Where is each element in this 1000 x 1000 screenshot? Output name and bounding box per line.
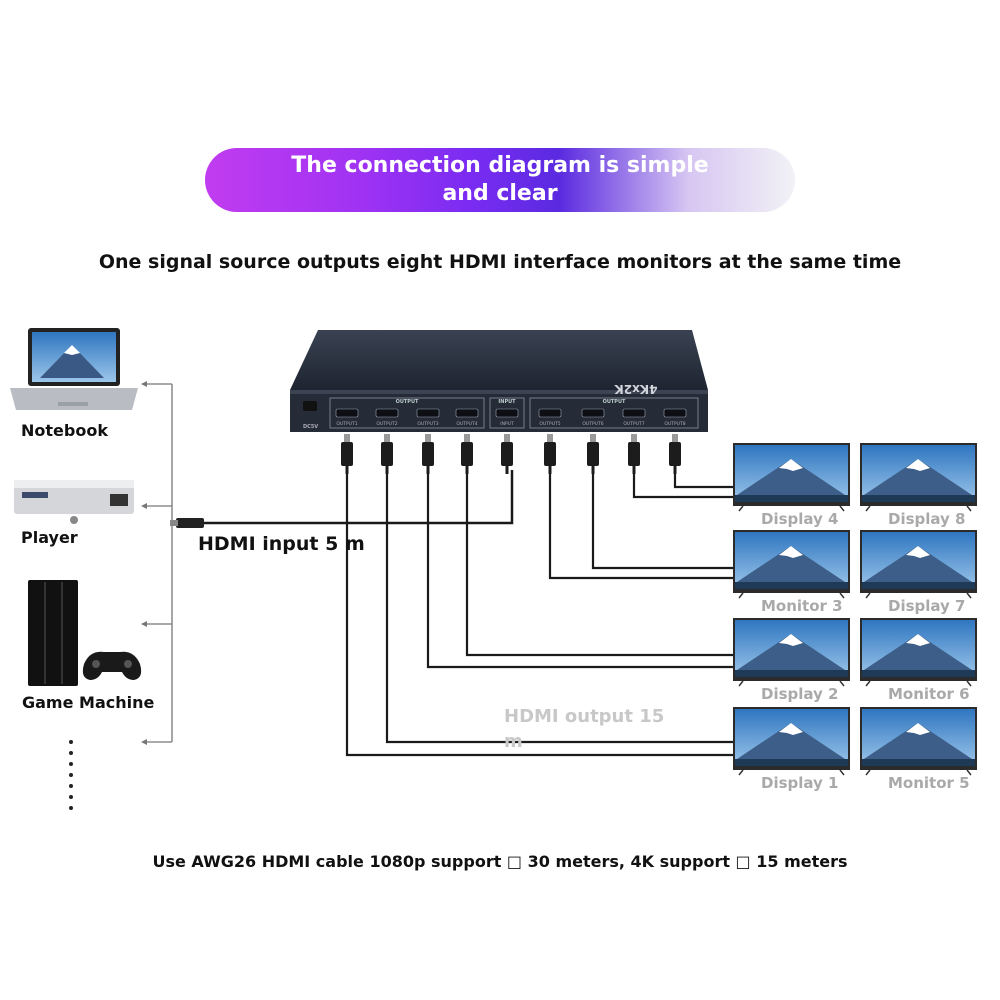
output-connector xyxy=(628,434,640,474)
display-label: Monitor 6 xyxy=(888,685,970,703)
output-cable xyxy=(632,474,734,499)
display-label: Display 8 xyxy=(888,510,966,528)
game-console-icon xyxy=(28,580,142,686)
display-label: Display 7 xyxy=(888,597,966,615)
output-connector xyxy=(341,434,353,474)
output-connector xyxy=(669,434,681,474)
player-icon xyxy=(14,480,134,524)
hdmi-port: OUTPUT6 xyxy=(581,408,605,427)
output-cable xyxy=(426,474,734,669)
hdmi-splitter-device: 4Kx2K DC5V OUTPUT INPUT OUTPUT OUTPUT1 OU… xyxy=(290,330,708,432)
display-label: Monitor 3 xyxy=(761,597,843,615)
display-label: Display 1 xyxy=(761,774,839,792)
more-sources-dots xyxy=(69,740,73,810)
hdmi-port: OUTPUT1 xyxy=(335,408,359,427)
port-label: OUTPUT8 xyxy=(664,421,685,427)
port-label: OUTPUT6 xyxy=(582,421,603,427)
monitor-6: Monitor 6 xyxy=(860,618,977,703)
output-connector xyxy=(422,434,434,474)
monitor-1: Display 4 xyxy=(733,443,850,528)
hdmi-port: OUTPUT2 xyxy=(375,408,399,427)
output-cable xyxy=(385,474,734,744)
display-grid: Display 4 Display 8 Monitor 3 Display 7 Disp… xyxy=(733,443,977,792)
output-group-label-right: OUTPUT xyxy=(603,399,626,405)
notebook-icon xyxy=(10,328,138,410)
output-cable xyxy=(548,474,734,580)
hdmi-port: OUTPUT4 xyxy=(455,408,479,427)
monitor-8: Monitor 5 xyxy=(860,707,977,792)
model-badge: 4Kx2K xyxy=(614,382,658,396)
input-port-label: INPUT xyxy=(498,399,516,405)
display-label: Display 4 xyxy=(761,510,839,528)
banner-title: The connection diagram is simple and cle… xyxy=(291,153,709,206)
output-group-label-left: OUTPUT xyxy=(396,399,419,405)
source-label-notebook: Notebook xyxy=(21,421,108,440)
source-label-player: Player xyxy=(21,528,78,547)
monitor-4: Display 7 xyxy=(860,530,977,615)
hdmi-input-cable xyxy=(170,470,514,528)
port-label: OUTPUT3 xyxy=(417,421,438,427)
port-label: OUTPUT4 xyxy=(456,421,477,427)
dc-label: DC5V xyxy=(303,424,318,430)
hdmi-output-cables xyxy=(341,434,734,757)
input-cable-label: HDMI input 5 m xyxy=(198,533,365,555)
output-connector xyxy=(587,434,599,474)
display-label: Display 2 xyxy=(761,685,839,703)
output-cable xyxy=(591,474,734,570)
output-cable xyxy=(465,474,734,657)
source-label-game-machine: Game Machine xyxy=(22,693,155,712)
input-connector xyxy=(501,434,513,474)
monitor-7: Display 1 xyxy=(733,707,850,792)
output-connector xyxy=(544,434,556,474)
port-label: OUTPUT1 xyxy=(336,421,357,427)
footnote: Use AWG26 HDMI cable 1080p support □ 30 … xyxy=(152,852,848,871)
port-label: OUTPUT2 xyxy=(376,421,397,427)
monitor-3: Monitor 3 xyxy=(733,530,850,615)
hdmi-port: OUTPUT7 xyxy=(622,408,646,427)
monitor-5: Display 2 xyxy=(733,618,850,703)
port-label: OUTPUT7 xyxy=(623,421,644,427)
title-banner: The connection diagram is simple and cle… xyxy=(205,148,795,212)
output-cable xyxy=(345,474,734,757)
output-cable-label: HDMI output 15 m xyxy=(504,706,671,752)
display-label: Monitor 5 xyxy=(888,774,970,792)
output-connector xyxy=(461,434,473,474)
monitor-2: Display 8 xyxy=(860,443,977,528)
subtitle: One signal source outputs eight HDMI int… xyxy=(98,251,902,273)
output-cable xyxy=(673,474,734,489)
hdmi-port: OUTPUT3 xyxy=(416,408,440,427)
bracket-arrows xyxy=(141,381,147,745)
port-label: OUTPUT5 xyxy=(539,421,560,427)
hdmi-port: OUTPUT5 xyxy=(538,408,562,427)
port-label: INPUT xyxy=(500,421,514,427)
output-connector xyxy=(381,434,393,474)
hdmi-port: INPUT xyxy=(495,408,519,427)
hdmi-port: OUTPUT8 xyxy=(663,408,687,427)
source-bracket xyxy=(145,383,173,743)
